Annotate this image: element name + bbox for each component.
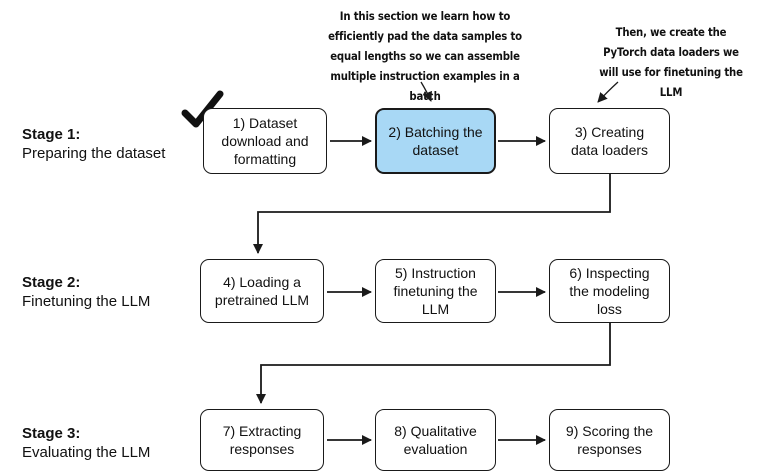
checkmark-icon [181,90,224,128]
stage-3-subtitle: Evaluating the LLM [22,444,151,461]
stage-3-label: Stage 3: Evaluating the LLM [22,424,150,462]
step-4-box: 4) Loading a pretrained LLM [200,259,324,323]
stage-1-subtitle: Preparing the dataset [22,145,166,162]
step-8-box: 8) Qualitative evaluation [375,409,496,471]
stage-2-subtitle: Finetuning the LLM [22,293,151,310]
step-2-box: 2) Batching the dataset [375,108,496,174]
stage-2-label: Stage 2: Finetuning the LLM [22,273,150,311]
step-3-box: 3) Creating data loaders [549,108,670,174]
connector-stage1-to-stage2 [253,172,611,254]
annotation-arrow-right [597,81,619,103]
step-1-box: 1) Dataset download and formatting [203,108,327,174]
step-6-box: 6) Inspecting the modeling loss [549,259,670,323]
stage-1-label: Stage 1: Preparing the dataset [22,125,165,163]
annotation-batching: In this section we learn how to efficien… [328,9,522,103]
step-9-box: 9) Scoring the responses [549,409,670,471]
annotation-arrow-left [420,81,432,102]
step-7-box: 7) Extracting responses [200,409,324,471]
stage-2-title: Stage 2: [22,274,81,291]
stage-3-title: Stage 3: [22,425,81,442]
connector-stage2-to-stage3 [256,323,611,404]
annotation-data-loaders: Then, we create the PyTorch data loaders… [599,25,743,99]
stage-1-title: Stage 1: [22,126,81,143]
step-5-box: 5) Instruction finetuning the LLM [375,259,496,323]
